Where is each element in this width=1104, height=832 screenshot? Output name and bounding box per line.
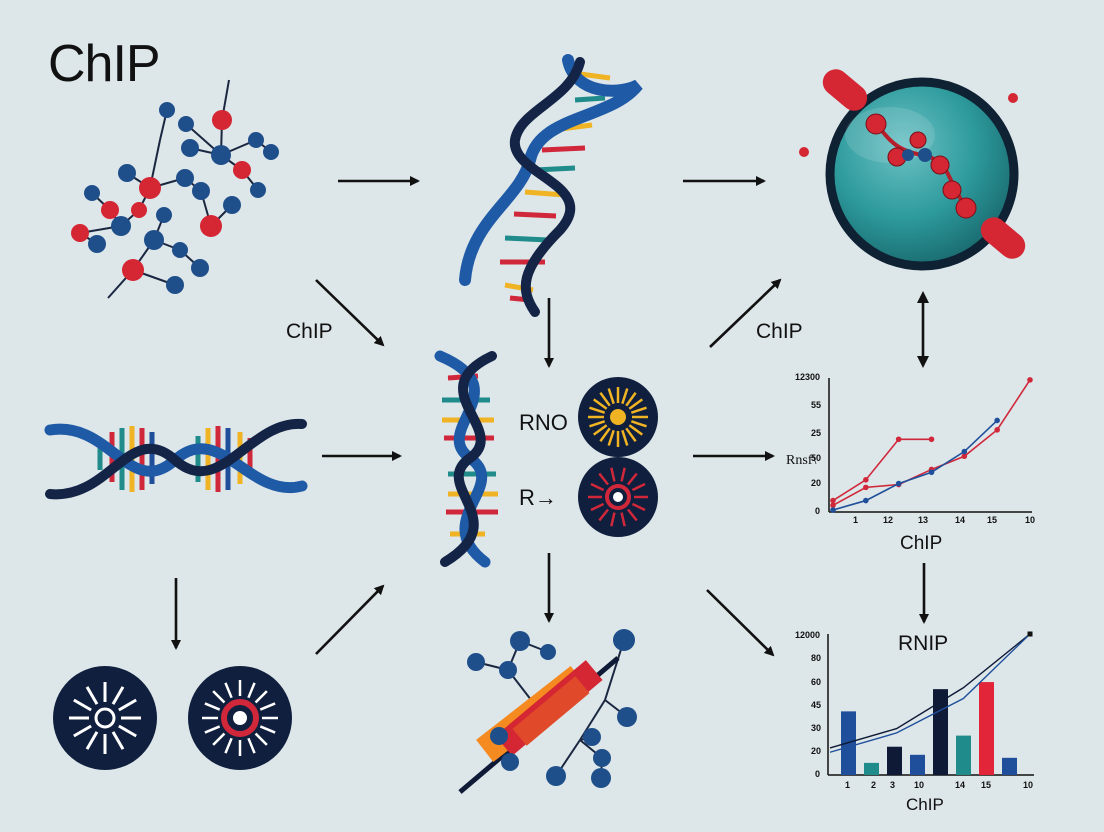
sunburst-white-icon	[53, 666, 157, 770]
chart1-data-point	[863, 497, 869, 504]
protein-sphere-icon	[799, 69, 1026, 271]
chart1-series-line	[832, 438, 932, 502]
diagram-title: ChIP	[48, 35, 161, 93]
chart1-data-point	[994, 427, 1000, 433]
chart1-data-point	[863, 484, 869, 491]
chart2-y-tick: 12000	[795, 630, 821, 640]
chart2-x-tick: 10	[1023, 780, 1034, 790]
chart2-x-label: ChIP	[906, 795, 944, 814]
chart1-data-point	[961, 453, 968, 460]
chart2-x-tick: 14	[955, 780, 966, 790]
chart1-data-point	[961, 448, 968, 455]
sunburst-target-icon	[188, 666, 292, 770]
chart1-y-tick: 25	[811, 428, 822, 438]
sunburst-yellow-icon	[578, 377, 658, 457]
arrow-center-to-sphere	[709, 278, 782, 348]
flow-arrows	[171, 176, 929, 657]
chart1-x-tick: 10	[1025, 515, 1036, 525]
chart2-title: RNIP	[898, 632, 949, 655]
chart2-bar	[864, 762, 879, 775]
center-label-rno: RNO	[519, 410, 568, 435]
chart2-bar	[910, 754, 925, 775]
chart1-y-tick: 55	[811, 400, 822, 410]
chart1-x-tick: 13	[918, 515, 929, 525]
chart2-bar	[956, 735, 971, 775]
molecule-network-icon	[71, 79, 279, 299]
chart1-x-tick: 12	[883, 515, 894, 525]
sunburst-red-icon	[578, 457, 658, 537]
chart2-series-line	[829, 633, 1031, 749]
chart2-x-tick: 3	[890, 780, 896, 790]
chart1-series-line	[832, 419, 998, 511]
chart1-series-line	[832, 379, 1031, 506]
chart1-data-point	[830, 507, 836, 513]
chart2-bar	[933, 689, 948, 775]
arrow-molecule-to-center	[315, 279, 385, 347]
chart2-y-tick: 45	[811, 700, 822, 710]
chart1-y-tick: 12300	[795, 372, 821, 382]
dna-helix-horizontal-icon	[44, 418, 308, 500]
chart1-y-tick: 0	[815, 506, 821, 516]
chart2-bar	[887, 746, 902, 775]
chart2-x-tick: 1	[845, 780, 851, 790]
chart1-x-tick: 1	[853, 515, 859, 525]
chart2-x-tick: 2	[871, 780, 877, 790]
chart1-data-point	[895, 480, 902, 487]
arrow-center-to-bar-chart	[706, 589, 775, 657]
chart2-series-line	[829, 633, 1031, 753]
chart1-data-point	[830, 502, 836, 509]
chart1-x-tick: 14	[955, 515, 966, 525]
chart2-bar	[1002, 757, 1017, 775]
chart1-data-point	[830, 497, 836, 504]
chart1-y-tick: 50	[811, 453, 822, 463]
chart1-data-point	[928, 436, 935, 443]
chart2-x-tick: 15	[981, 780, 992, 790]
arrow-label-chip-right: ChIP	[756, 320, 803, 343]
chart2-y-tick: 30	[811, 723, 822, 733]
chart2-y-tick: 80	[811, 653, 822, 663]
arrow-label-chip-left: ChIP	[286, 320, 333, 343]
chart1-y-label: Rnsf\	[786, 453, 817, 468]
center-label-r-arrow: R→	[519, 485, 557, 510]
chart1-data-point	[994, 417, 1000, 424]
chart2-bar	[979, 682, 994, 775]
chart1-x-tick: 15	[987, 515, 998, 525]
arrow-circles-to-center	[315, 584, 385, 655]
chart2-x-tick: 10	[914, 780, 925, 790]
chart1-data-point	[895, 436, 902, 443]
molecule-cluster-icon	[458, 629, 637, 794]
chart2-line-endpoint	[1027, 631, 1033, 637]
line-chart	[828, 377, 1033, 513]
chart1-data-point	[863, 477, 869, 483]
chart2-y-tick: 0	[815, 769, 821, 779]
chart1-x-label: ChIP	[900, 533, 943, 554]
chart1-data-point	[1027, 377, 1033, 383]
chart1-data-point	[928, 469, 935, 476]
bar-chart	[827, 631, 1034, 776]
chart2-y-tick: 20	[811, 746, 822, 756]
chart2-y-tick: 60	[811, 677, 822, 687]
dna-helix-vertical-icon	[459, 54, 643, 317]
dna-helix-center-icon	[434, 350, 498, 568]
chart1-y-tick: 20	[811, 478, 822, 488]
